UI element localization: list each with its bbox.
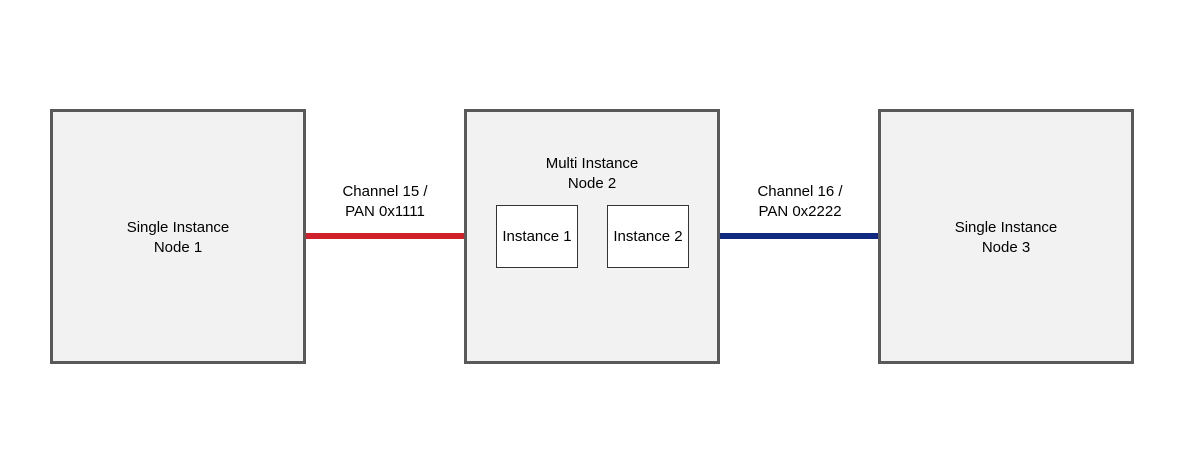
link-channel-16 <box>688 233 881 239</box>
node-1-label-line-2: Node 1 <box>153 239 203 256</box>
link-channel-16-label-line-2: PAN 0x2222 <box>758 203 842 220</box>
link-channel-15-label-line-2: PAN 0x1111 <box>345 203 425 220</box>
link-channel-15-label-line-1: Channel 15 / <box>342 183 428 200</box>
instance-1-box: Instance 1 <box>496 205 578 268</box>
node-3-box: Single Instance Node 3 <box>878 109 1134 364</box>
node-3-label-line-2: Node 3 <box>981 239 1031 256</box>
node-3-label-line-1: Single Instance <box>954 219 1058 236</box>
node-1-box: Single Instance Node 1 <box>50 109 306 364</box>
link-channel-15-label: Channel 15 / PAN 0x1111 <box>320 182 450 222</box>
link-channel-15 <box>304 233 498 239</box>
node-2-label: Multi Instance Node 2 <box>467 154 717 194</box>
node-1-label-line-1: Single Instance <box>126 219 230 236</box>
node-2-label-line-2: Node 2 <box>567 175 617 192</box>
node-1-label: Single Instance Node 1 <box>53 218 303 258</box>
link-channel-16-label-line-1: Channel 16 / <box>757 183 843 200</box>
instance-1-label: Instance 1 <box>502 228 572 245</box>
instance-2-label: Instance 2 <box>613 228 683 245</box>
instance-2-box: Instance 2 <box>607 205 689 268</box>
link-channel-16-label: Channel 16 / PAN 0x2222 <box>735 182 865 222</box>
node-3-label: Single Instance Node 3 <box>881 218 1131 258</box>
node-2-label-line-1: Multi Instance <box>545 155 639 172</box>
